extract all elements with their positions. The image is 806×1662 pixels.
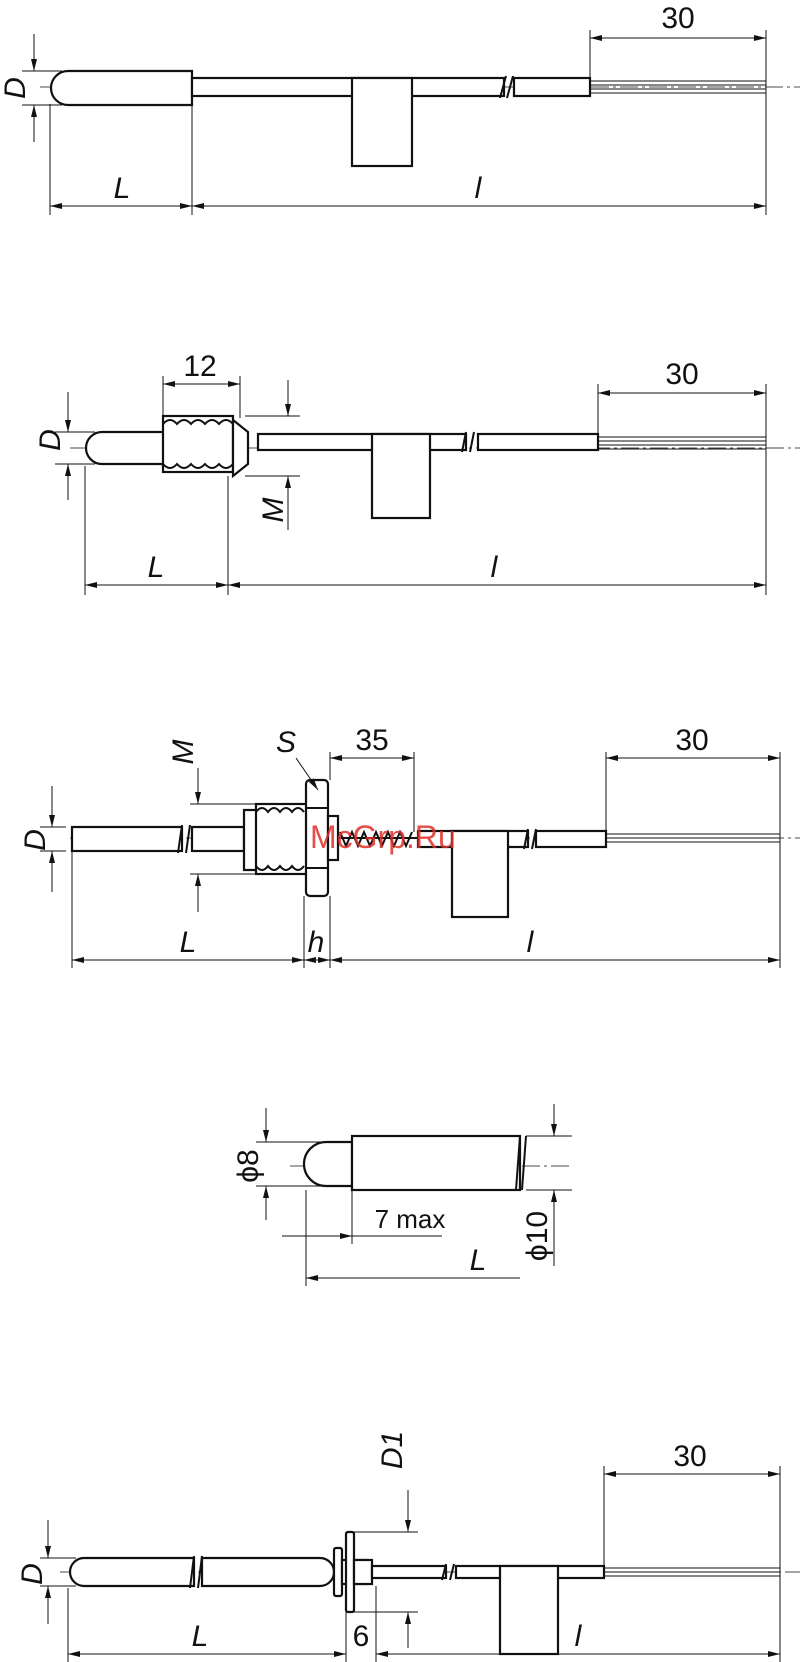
view-5: 30 D1 D L 6 l — [16, 1431, 800, 1662]
dim-label-L: L — [180, 926, 197, 959]
dim-label-l: l — [491, 551, 499, 584]
dim-label-l: l — [475, 172, 483, 205]
dim-label-30: 30 — [673, 1440, 706, 1473]
view-4: ϕ8 ϕ10 7 max L — [232, 1104, 572, 1286]
dim-label-D: D — [0, 77, 32, 99]
dim-label-7max: 7 max — [375, 1204, 446, 1234]
cable-sheath — [192, 78, 504, 96]
view-1: 30 L l D — [0, 2, 800, 215]
probe-tube — [72, 827, 182, 851]
view-3: 30 35 S L h l D M McGrp.Ru — [19, 724, 800, 968]
probe-tip — [51, 71, 192, 105]
dim-label-M: M — [167, 740, 200, 765]
dim-label-L: L — [192, 1620, 209, 1653]
tag-label — [500, 1566, 558, 1654]
dim-label-6: 6 — [353, 1620, 370, 1653]
dim-label-12: 12 — [183, 350, 216, 383]
dim-label-D: D — [34, 429, 67, 451]
wire-leads — [606, 834, 780, 842]
dim-label-30: 30 — [661, 2, 694, 35]
dim-label-L: L — [148, 551, 165, 584]
probe-tube — [70, 1558, 194, 1586]
watermark: McGrp.Ru — [310, 819, 456, 855]
wire-leads — [598, 437, 766, 449]
view-2: 12 30 L l D M — [34, 350, 800, 595]
dim-label-D: D — [16, 1563, 49, 1585]
dim-label-d8: ϕ8 — [232, 1149, 265, 1183]
dim-label-L: L — [114, 172, 131, 205]
tag-label — [452, 831, 508, 917]
tag-label — [352, 78, 412, 166]
cable-sheath — [536, 831, 606, 847]
threaded-fitting — [244, 804, 308, 874]
dim-label-l: l — [527, 926, 535, 959]
cable-sheath — [478, 434, 598, 450]
cable-sheath — [514, 78, 590, 96]
dim-label-30: 30 — [665, 358, 698, 391]
dim-label-h: h — [308, 926, 325, 959]
tag-label — [372, 434, 430, 518]
cable-sheath — [258, 434, 466, 450]
dim-label-M: M — [257, 498, 290, 523]
dim-label-35: 35 — [355, 724, 388, 757]
probe-tip — [304, 1142, 352, 1186]
dim-label-30: 30 — [675, 724, 708, 757]
wire-leads — [604, 1568, 780, 1576]
probe-tube — [202, 1558, 334, 1586]
flange — [334, 1532, 372, 1612]
probe-body — [352, 1136, 520, 1190]
dim-label-L: L — [470, 1244, 487, 1277]
dim-label-d10: ϕ10 — [521, 1211, 554, 1261]
dim-label-l: l — [575, 1620, 583, 1653]
dim-label-D: D — [19, 829, 52, 851]
dim-label-S: S — [276, 726, 296, 759]
threaded-fitting — [163, 416, 248, 476]
cable-sheath — [372, 1566, 446, 1578]
probe-tube — [192, 827, 244, 851]
dim-label-D1: D1 — [376, 1431, 409, 1469]
